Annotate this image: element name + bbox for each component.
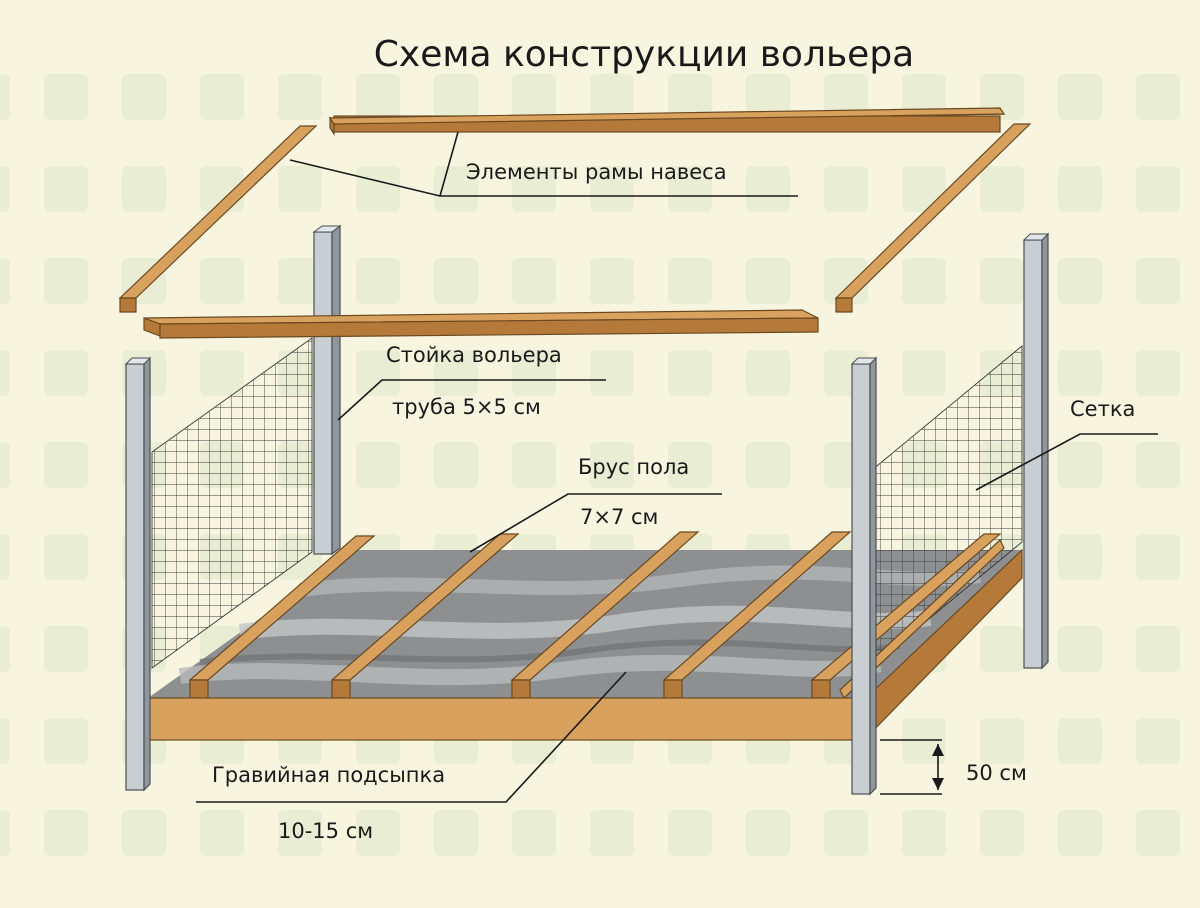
roof-plank-front <box>143 309 819 339</box>
label-floor-beam: Брус пола <box>578 455 689 479</box>
label-post-size: труба 5×5 см <box>392 395 541 419</box>
floor-beam-3 <box>510 531 700 699</box>
diagram-title: Схема конструкции вольера <box>374 34 915 75</box>
label-mesh: Сетка <box>1070 397 1135 421</box>
floor-beam-1 <box>188 535 376 699</box>
roof-plank-back <box>328 107 1006 136</box>
post-rear-right <box>1022 232 1050 670</box>
label-roof-frame: Элементы рамы навеса <box>466 160 727 184</box>
roof-frame <box>118 107 1032 339</box>
post-rear-left <box>312 224 342 556</box>
floor-frame-front <box>147 697 867 741</box>
roof-plank-right <box>834 123 1032 313</box>
height-dimension <box>880 739 944 795</box>
roof-plank-left <box>118 125 318 313</box>
leader-lines <box>196 131 1158 803</box>
floor-beam-2 <box>330 533 520 699</box>
label-floor-beam-size: 7×7 см <box>580 505 658 529</box>
label-gravel-size: 10-15 см <box>278 819 373 843</box>
post-front-left <box>124 356 152 792</box>
label-post: Стойка вольера <box>386 343 562 367</box>
label-height-dim: 50 см <box>966 761 1027 785</box>
label-gravel: Гравийная подсыпка <box>212 763 445 787</box>
post-front-right <box>850 356 878 796</box>
